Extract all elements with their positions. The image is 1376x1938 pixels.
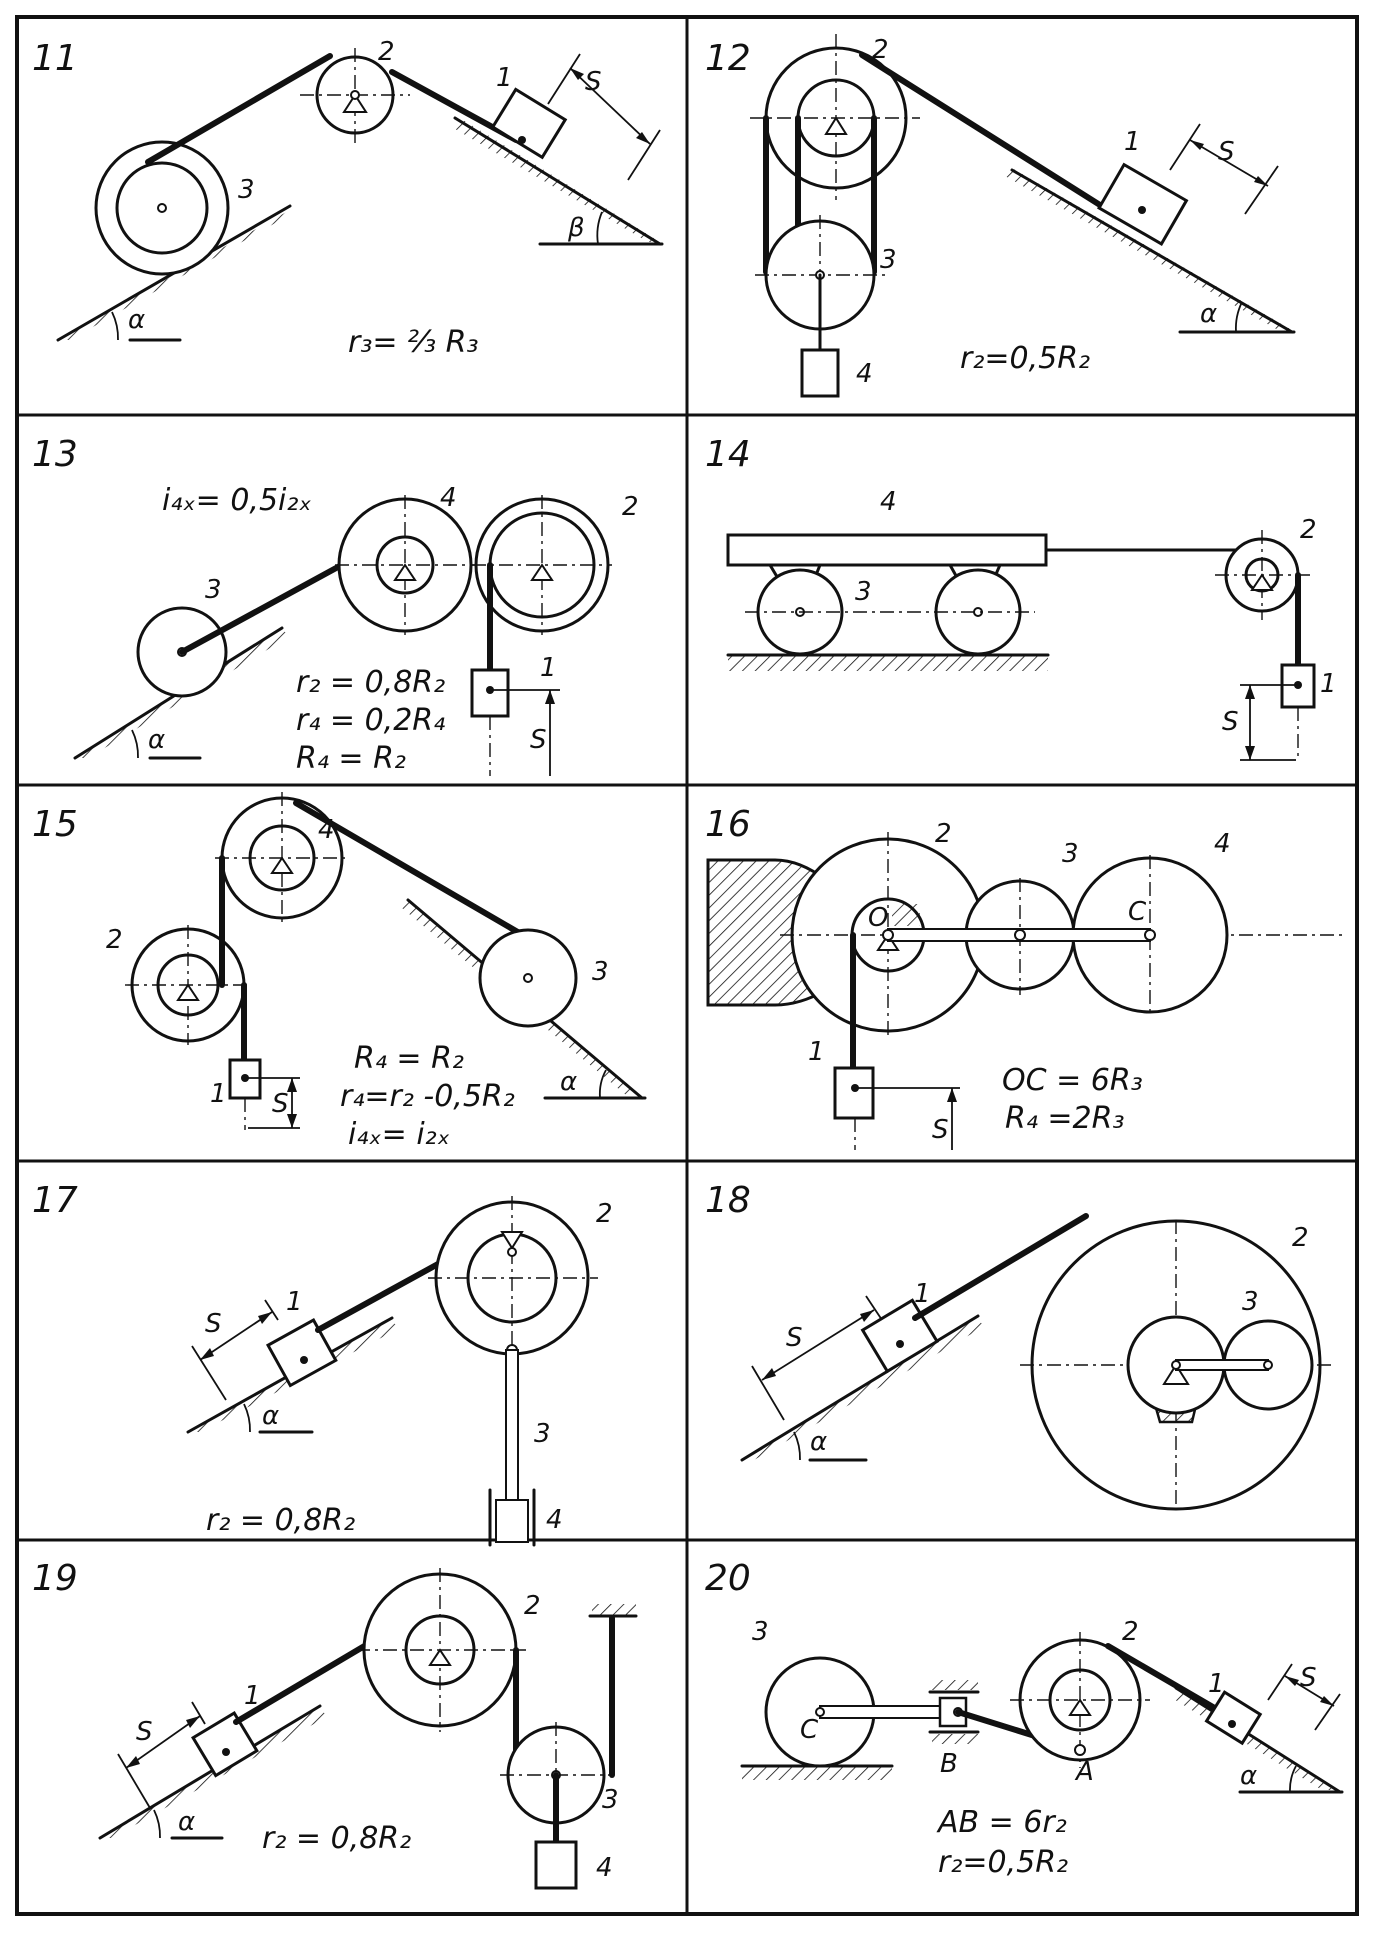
angle-label: α xyxy=(148,725,165,755)
formula: r₂ = 0,8R₂ xyxy=(206,1503,355,1538)
panel-19: 19 S 1 2 3 xyxy=(32,1558,638,1890)
part-label: 1 xyxy=(914,1279,931,1309)
dim-s: S xyxy=(1222,707,1239,737)
panel-number: 13 xyxy=(32,434,78,475)
angle-label: β xyxy=(567,213,585,243)
formula: R₄ =2R₃ xyxy=(1005,1101,1125,1136)
panel-number: 12 xyxy=(705,38,751,79)
point-label: A xyxy=(1074,1757,1094,1787)
point-label: O xyxy=(868,903,888,933)
part-label: 1 xyxy=(210,1079,227,1109)
part-label: 2 xyxy=(596,1199,613,1229)
part-label: 2 xyxy=(524,1591,541,1621)
part-label: 1 xyxy=(286,1287,303,1317)
angle-label: α xyxy=(810,1427,827,1457)
part-label: 3 xyxy=(205,575,222,605)
part-label: 4 xyxy=(318,815,335,845)
formula: i₄ₓ= 0,5i₂ₓ xyxy=(162,483,312,518)
panel-17: 17 S 1 2 3 4 α r₂ = 0,8R₂ xyxy=(32,1180,613,1547)
panel-number: 16 xyxy=(705,804,751,845)
part-label: 4 xyxy=(546,1505,563,1535)
part-label: 1 xyxy=(496,63,513,93)
formula: R₄ = R₂ xyxy=(354,1041,464,1076)
panel-number: 11 xyxy=(32,38,78,79)
part-label: 3 xyxy=(1062,839,1079,869)
part-label: 1 xyxy=(1208,1669,1225,1699)
panel-number: 14 xyxy=(705,434,751,475)
part-label: 1 xyxy=(1124,127,1141,157)
angle-label: α xyxy=(1240,1761,1257,1791)
formula: r₂ = 0,8R₂ xyxy=(262,1821,411,1856)
dim-s: S xyxy=(272,1089,289,1119)
formula: r₃= ⅔ R₃ xyxy=(348,325,479,360)
part-label: 4 xyxy=(440,483,457,513)
formula: r₂=0,5R₂ xyxy=(960,341,1090,376)
part-label: 2 xyxy=(1300,515,1317,545)
part-label: 4 xyxy=(880,487,897,517)
part-label: 2 xyxy=(622,492,639,522)
panel-number: 15 xyxy=(32,804,78,845)
panel-number: 18 xyxy=(705,1180,751,1221)
dim-s: S xyxy=(1300,1663,1317,1693)
part-label: 3 xyxy=(752,1617,769,1647)
angle-label: α xyxy=(560,1067,577,1097)
part-label: 3 xyxy=(602,1785,619,1815)
point-label: C xyxy=(1128,897,1147,927)
formula: r₄=r₂ -0,5R₂ xyxy=(340,1079,515,1114)
formula: r₂=0,5R₂ xyxy=(938,1845,1068,1880)
part-label: 4 xyxy=(596,1853,613,1883)
panel-16: 16 S 1 2 3 4 O C OC = 6R₃ xyxy=(705,804,1345,1150)
formula: r₄ = 0,2R₄ xyxy=(296,703,445,738)
part-label: 2 xyxy=(378,37,395,67)
part-label: 2 xyxy=(1292,1223,1309,1253)
angle-label: α xyxy=(178,1807,195,1837)
point-label: C xyxy=(800,1715,819,1745)
part-label: 2 xyxy=(872,35,889,65)
panel-20: 20 xyxy=(705,1558,1344,1880)
part-label: 3 xyxy=(534,1419,551,1449)
part-label: 1 xyxy=(540,653,557,683)
angle-label: α xyxy=(128,305,145,335)
dim-s: S xyxy=(585,67,602,97)
part-label: 2 xyxy=(935,819,952,849)
panel-13: 13 i₄ₓ= 0,5i₂ₓ S 1 2 3 4 α xyxy=(32,434,639,776)
point-label: B xyxy=(940,1749,958,1779)
formula: R₄ = R₂ xyxy=(296,741,406,776)
angle-label: α xyxy=(1200,299,1217,329)
part-label: 2 xyxy=(106,925,123,955)
dim-s: S xyxy=(205,1309,222,1339)
dim-s: S xyxy=(786,1323,803,1353)
part-label: 3 xyxy=(855,577,872,607)
part-label: 3 xyxy=(880,245,897,275)
formula: i₄ₓ= i₂ₓ xyxy=(348,1117,450,1152)
panel-number: 20 xyxy=(705,1558,751,1599)
panel-14: 14 S 1 2 3 4 xyxy=(705,434,1337,761)
panel-11: 11 S 1 2 xyxy=(32,37,664,360)
dim-s: S xyxy=(1218,137,1235,167)
dim-s: S xyxy=(136,1717,153,1747)
panel-number: 19 xyxy=(32,1558,78,1599)
grid-frame xyxy=(15,15,1359,1916)
part-label: 2 xyxy=(1122,1617,1139,1647)
dim-s: S xyxy=(932,1115,949,1145)
dim-s: S xyxy=(530,725,547,755)
panel-18: 18 S 1 2 3 α xyxy=(705,1180,1335,1511)
formula: OC = 6R₃ xyxy=(1002,1063,1143,1098)
part-label: 4 xyxy=(856,359,873,389)
part-label: 3 xyxy=(592,957,609,987)
part-label: 1 xyxy=(808,1037,825,1067)
panel-number: 17 xyxy=(32,1180,78,1221)
part-label: 3 xyxy=(1242,1287,1259,1317)
part-label: 1 xyxy=(244,1681,261,1711)
panel-15: 15 S 1 2 3 4 α R₄ xyxy=(32,792,647,1152)
formula: r₂ = 0,8R₂ xyxy=(296,665,445,700)
part-label: 4 xyxy=(1214,829,1231,859)
part-label: 1 xyxy=(1320,669,1337,699)
formula: AB = 6r₂ xyxy=(936,1805,1067,1840)
angle-label: α xyxy=(262,1401,279,1431)
panel-12: 12 S 1 2 3 4 xyxy=(705,34,1296,398)
part-label: 3 xyxy=(238,175,255,205)
